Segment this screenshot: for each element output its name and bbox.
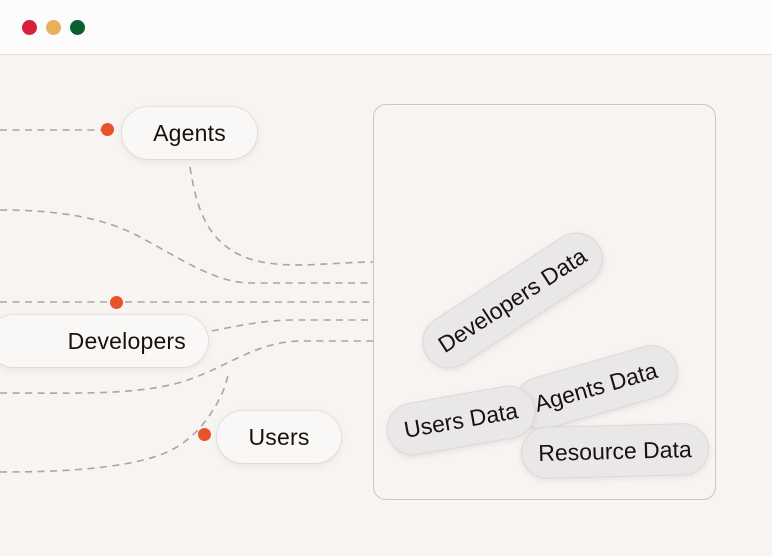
window-controls [22, 20, 85, 35]
window-titlebar [0, 0, 772, 55]
traffic-light-close-icon[interactable] [22, 20, 37, 35]
traffic-light-maximize-icon[interactable] [70, 20, 85, 35]
traffic-light-minimize-icon[interactable] [46, 20, 61, 35]
data-pill-users-data-label: Users Data [401, 397, 520, 443]
node-developers-label: Developers [67, 327, 186, 354]
data-pill-resource-data-label: Resource Data [537, 435, 693, 466]
node-developers-connector-dot[interactable] [110, 296, 123, 309]
data-pill-resource-data[interactable]: Resource Data [520, 422, 710, 480]
diagram-canvas[interactable]: Agents Developers Users Developers Data … [0, 55, 772, 556]
node-agents[interactable]: Agents [122, 107, 257, 159]
node-agents-label: Agents [153, 119, 226, 146]
node-users-label: Users [248, 423, 310, 450]
node-agents-connector-dot[interactable] [101, 123, 114, 136]
node-users-connector-dot[interactable] [198, 428, 211, 441]
node-developers[interactable]: Developers [0, 315, 208, 367]
node-users[interactable]: Users [217, 411, 341, 463]
